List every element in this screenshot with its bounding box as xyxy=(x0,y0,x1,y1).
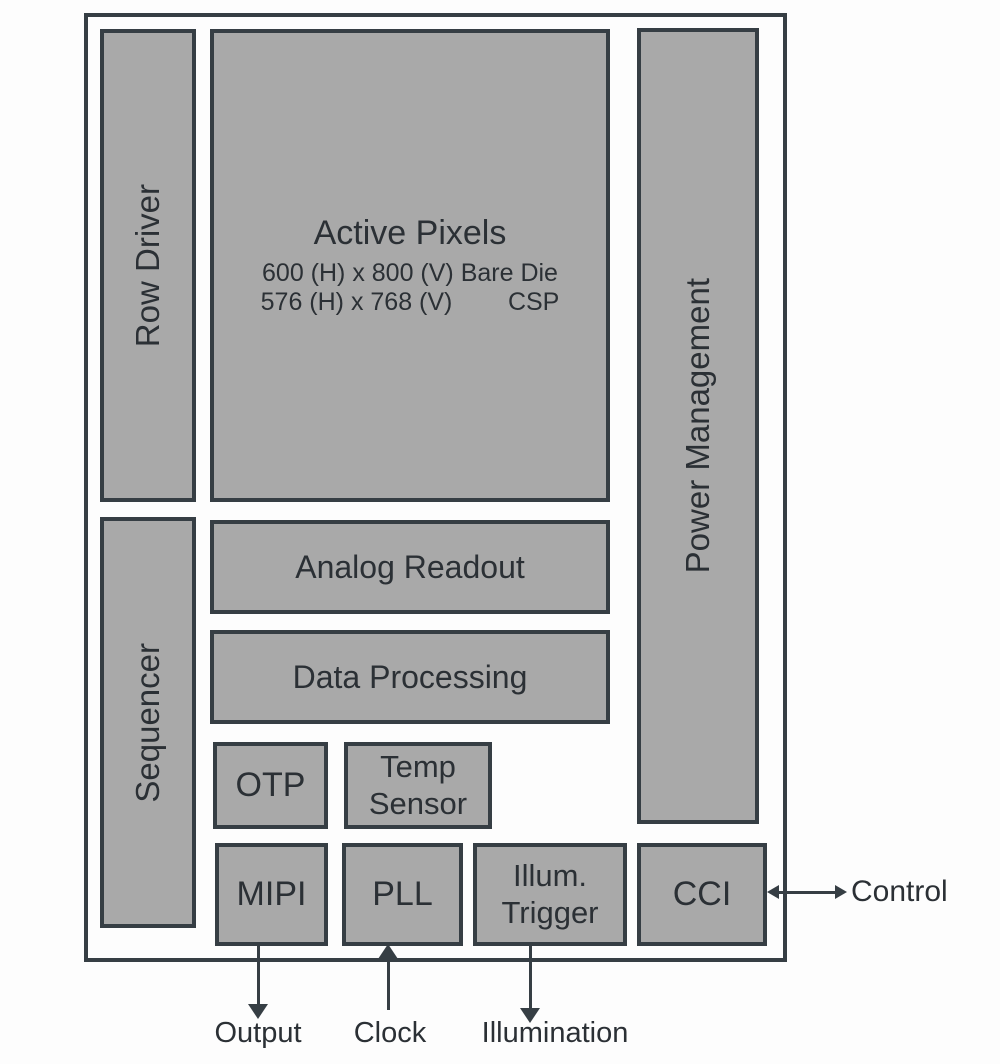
data-processing-label: Data Processing xyxy=(292,658,528,695)
otp-label: OTP xyxy=(235,766,306,804)
active-pixels-bare-die-resolution: 600 (H) x 800 (V) Bare Die xyxy=(262,258,558,287)
block-power-management: Power Management xyxy=(637,28,759,824)
illumination-arrowhead-down-icon xyxy=(520,1008,540,1023)
block-otp: OTP xyxy=(213,742,328,829)
output-signal-label: Output xyxy=(214,1017,302,1049)
illum-trigger-label: Illum. Trigger xyxy=(501,857,599,930)
illumination-arrow-line xyxy=(529,946,532,1010)
control-signal-label: Control xyxy=(851,875,948,908)
block-pll: PLL xyxy=(342,843,463,946)
active-pixels-csp-resolution: 576 (H) x 768 (V) CSP xyxy=(260,288,560,316)
temp-sensor-label: Temp Sensor xyxy=(368,748,468,821)
block-analog-readout: Analog Readout xyxy=(210,520,610,614)
clock-arrow-line xyxy=(387,958,390,1010)
analog-readout-label: Analog Readout xyxy=(295,548,525,585)
control-arrowhead-left-icon xyxy=(767,885,779,899)
power-management-label: Power Management xyxy=(679,278,716,574)
active-pixels-title: Active Pixels xyxy=(313,213,507,252)
block-cci: CCI xyxy=(637,843,767,946)
output-arrowhead-down-icon xyxy=(248,1004,268,1019)
row-driver-label: Row Driver xyxy=(129,183,166,348)
block-active-pixels: Active Pixels 600 (H) x 800 (V) Bare Die… xyxy=(210,29,610,502)
block-row-driver: Row Driver xyxy=(100,29,196,502)
chip-outline xyxy=(84,13,787,962)
clock-signal-label: Clock xyxy=(353,1017,427,1049)
cci-label: CCI xyxy=(672,875,732,913)
block-temp-sensor: Temp Sensor xyxy=(344,742,492,829)
pll-label: PLL xyxy=(372,875,433,913)
block-mipi: MIPI xyxy=(215,843,328,946)
mipi-label: MIPI xyxy=(236,875,307,913)
clock-arrowhead-up-icon xyxy=(378,944,398,959)
control-arrowhead-right-icon xyxy=(835,885,847,899)
block-data-processing: Data Processing xyxy=(210,630,610,724)
output-arrow-line xyxy=(257,946,260,1008)
block-sequencer: Sequencer xyxy=(100,517,196,928)
control-arrow-line xyxy=(777,891,837,894)
sequencer-label: Sequencer xyxy=(129,642,166,803)
block-illum-trigger: Illum. Trigger xyxy=(473,843,627,946)
illumination-signal-label: Illumination xyxy=(481,1017,629,1049)
